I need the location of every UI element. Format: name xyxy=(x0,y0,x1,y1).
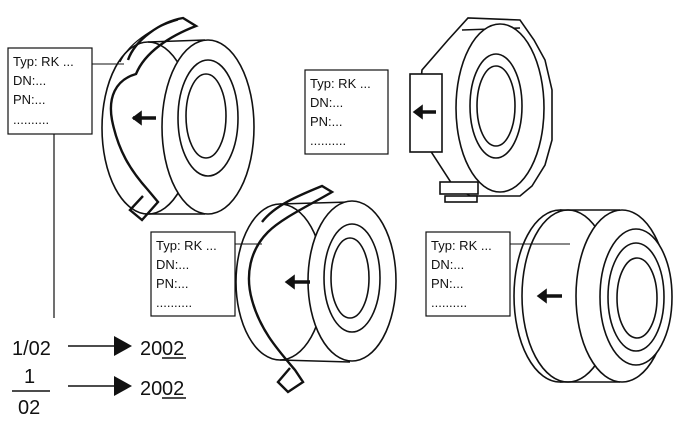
year-1-prefix: 20 xyxy=(140,338,162,360)
nameplate-4: Typ: RK ... DN:... PN:... .......... xyxy=(425,231,570,317)
arrow-right-icon xyxy=(114,376,132,396)
nameplate-3: Typ: RK ... DN:... PN:... .......... xyxy=(150,231,262,317)
nameplate-1-dn: DN:... xyxy=(13,73,46,88)
nameplate-3-dots: .......... xyxy=(156,295,192,310)
date-example-slash: 1/02 20 02 xyxy=(12,336,186,360)
nameplate-1-pn: PN:... xyxy=(13,92,46,107)
nameplate-3-dn: DN:... xyxy=(156,257,189,272)
date-slash-format: 1/02 xyxy=(12,338,51,360)
valve-1-wafer-with-handle xyxy=(101,16,255,222)
nameplate-2-type: Typ: RK ... xyxy=(310,76,371,91)
valve-3-wafer-with-handle xyxy=(235,184,397,394)
nameplate-4-dots: .......... xyxy=(431,295,467,310)
valve-2-lugged xyxy=(409,17,553,203)
nameplate-3-pn: PN:... xyxy=(156,276,189,291)
nameplate-4-dn: DN:... xyxy=(431,257,464,272)
nameplate-1-dots: .......... xyxy=(13,112,49,127)
year-2-prefix: 20 xyxy=(140,378,162,400)
date-example-fraction: 1 02 20 02 xyxy=(12,366,186,419)
year-2-suffix: 02 xyxy=(162,378,184,400)
nameplate-4-pn: PN:... xyxy=(431,276,464,291)
valve-4-ring-body xyxy=(513,209,673,383)
nameplate-2-dots: .......... xyxy=(310,133,346,148)
nameplate-1-type: Typ: RK ... xyxy=(13,54,74,69)
nameplate-4-type: Typ: RK ... xyxy=(431,238,492,253)
nameplate-3-type: Typ: RK ... xyxy=(156,238,217,253)
nameplate-2-pn: PN:... xyxy=(310,114,343,129)
nameplate-2: Typ: RK ... DN:... PN:... .......... xyxy=(304,69,389,155)
nameplate-2-dn: DN:... xyxy=(310,95,343,110)
nameplate-1: Typ: RK ... DN:... PN:... .......... xyxy=(7,47,124,318)
year-1-suffix: 02 xyxy=(162,338,184,360)
fraction-numerator: 1 xyxy=(24,366,35,388)
arrow-right-icon xyxy=(114,336,132,356)
fraction-denominator: 02 xyxy=(18,397,40,419)
